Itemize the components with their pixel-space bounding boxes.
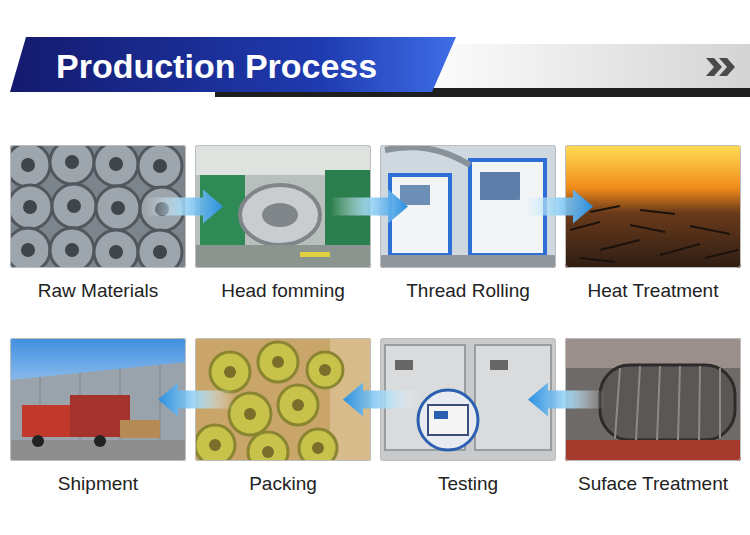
step-caption: Heat Treatment <box>565 280 741 302</box>
flow-arrow <box>331 190 408 224</box>
process-step: Raw Materials <box>10 145 186 306</box>
step-caption: Raw Materials <box>10 280 186 302</box>
flow-arrow <box>158 383 235 417</box>
step-caption: Thread Rolling <box>380 280 556 302</box>
step-caption: Head fomming <box>195 280 371 302</box>
title-text: Production Process <box>56 43 377 89</box>
step-caption: Testing <box>380 473 556 495</box>
flow-arrow <box>516 190 593 224</box>
process-step: Shipment <box>10 338 186 499</box>
process-step: Thread Rolling <box>380 145 556 306</box>
step-caption: Suface Treatment <box>565 473 741 495</box>
flow-arrow <box>528 383 605 417</box>
step-caption: Shipment <box>10 473 186 495</box>
process-step: Heat Treatment <box>565 145 741 306</box>
flow-arrow <box>343 383 420 417</box>
process-step: Packing <box>195 338 371 499</box>
step-caption: Packing <box>195 473 371 495</box>
process-step: Suface Treatment <box>565 338 741 499</box>
process-step: Testing <box>380 338 556 499</box>
flow-arrow <box>146 190 223 224</box>
process-step: Head fomming <box>195 145 371 306</box>
